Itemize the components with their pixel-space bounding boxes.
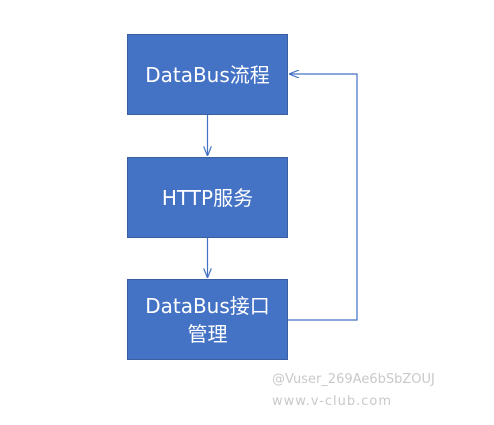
node-label-line-1: DataBus接口 — [145, 293, 270, 318]
node-databus-api-management[interactable]: DataBus接口 管理 — [127, 279, 288, 360]
node-label-line-2: 管理 — [187, 321, 228, 346]
watermark-user: @Vuser_269Ae6bSbZOUJ — [272, 372, 435, 387]
node-label: DataBus流程 — [145, 62, 270, 87]
watermark-site: www.v-club.com — [272, 394, 393, 409]
node-label: HTTP服务 — [161, 185, 254, 210]
node-http-service[interactable]: HTTP服务 — [127, 157, 288, 238]
edge-api-mgmt-to-flow — [288, 74, 358, 321]
node-databus-flow[interactable]: DataBus流程 — [127, 34, 288, 115]
